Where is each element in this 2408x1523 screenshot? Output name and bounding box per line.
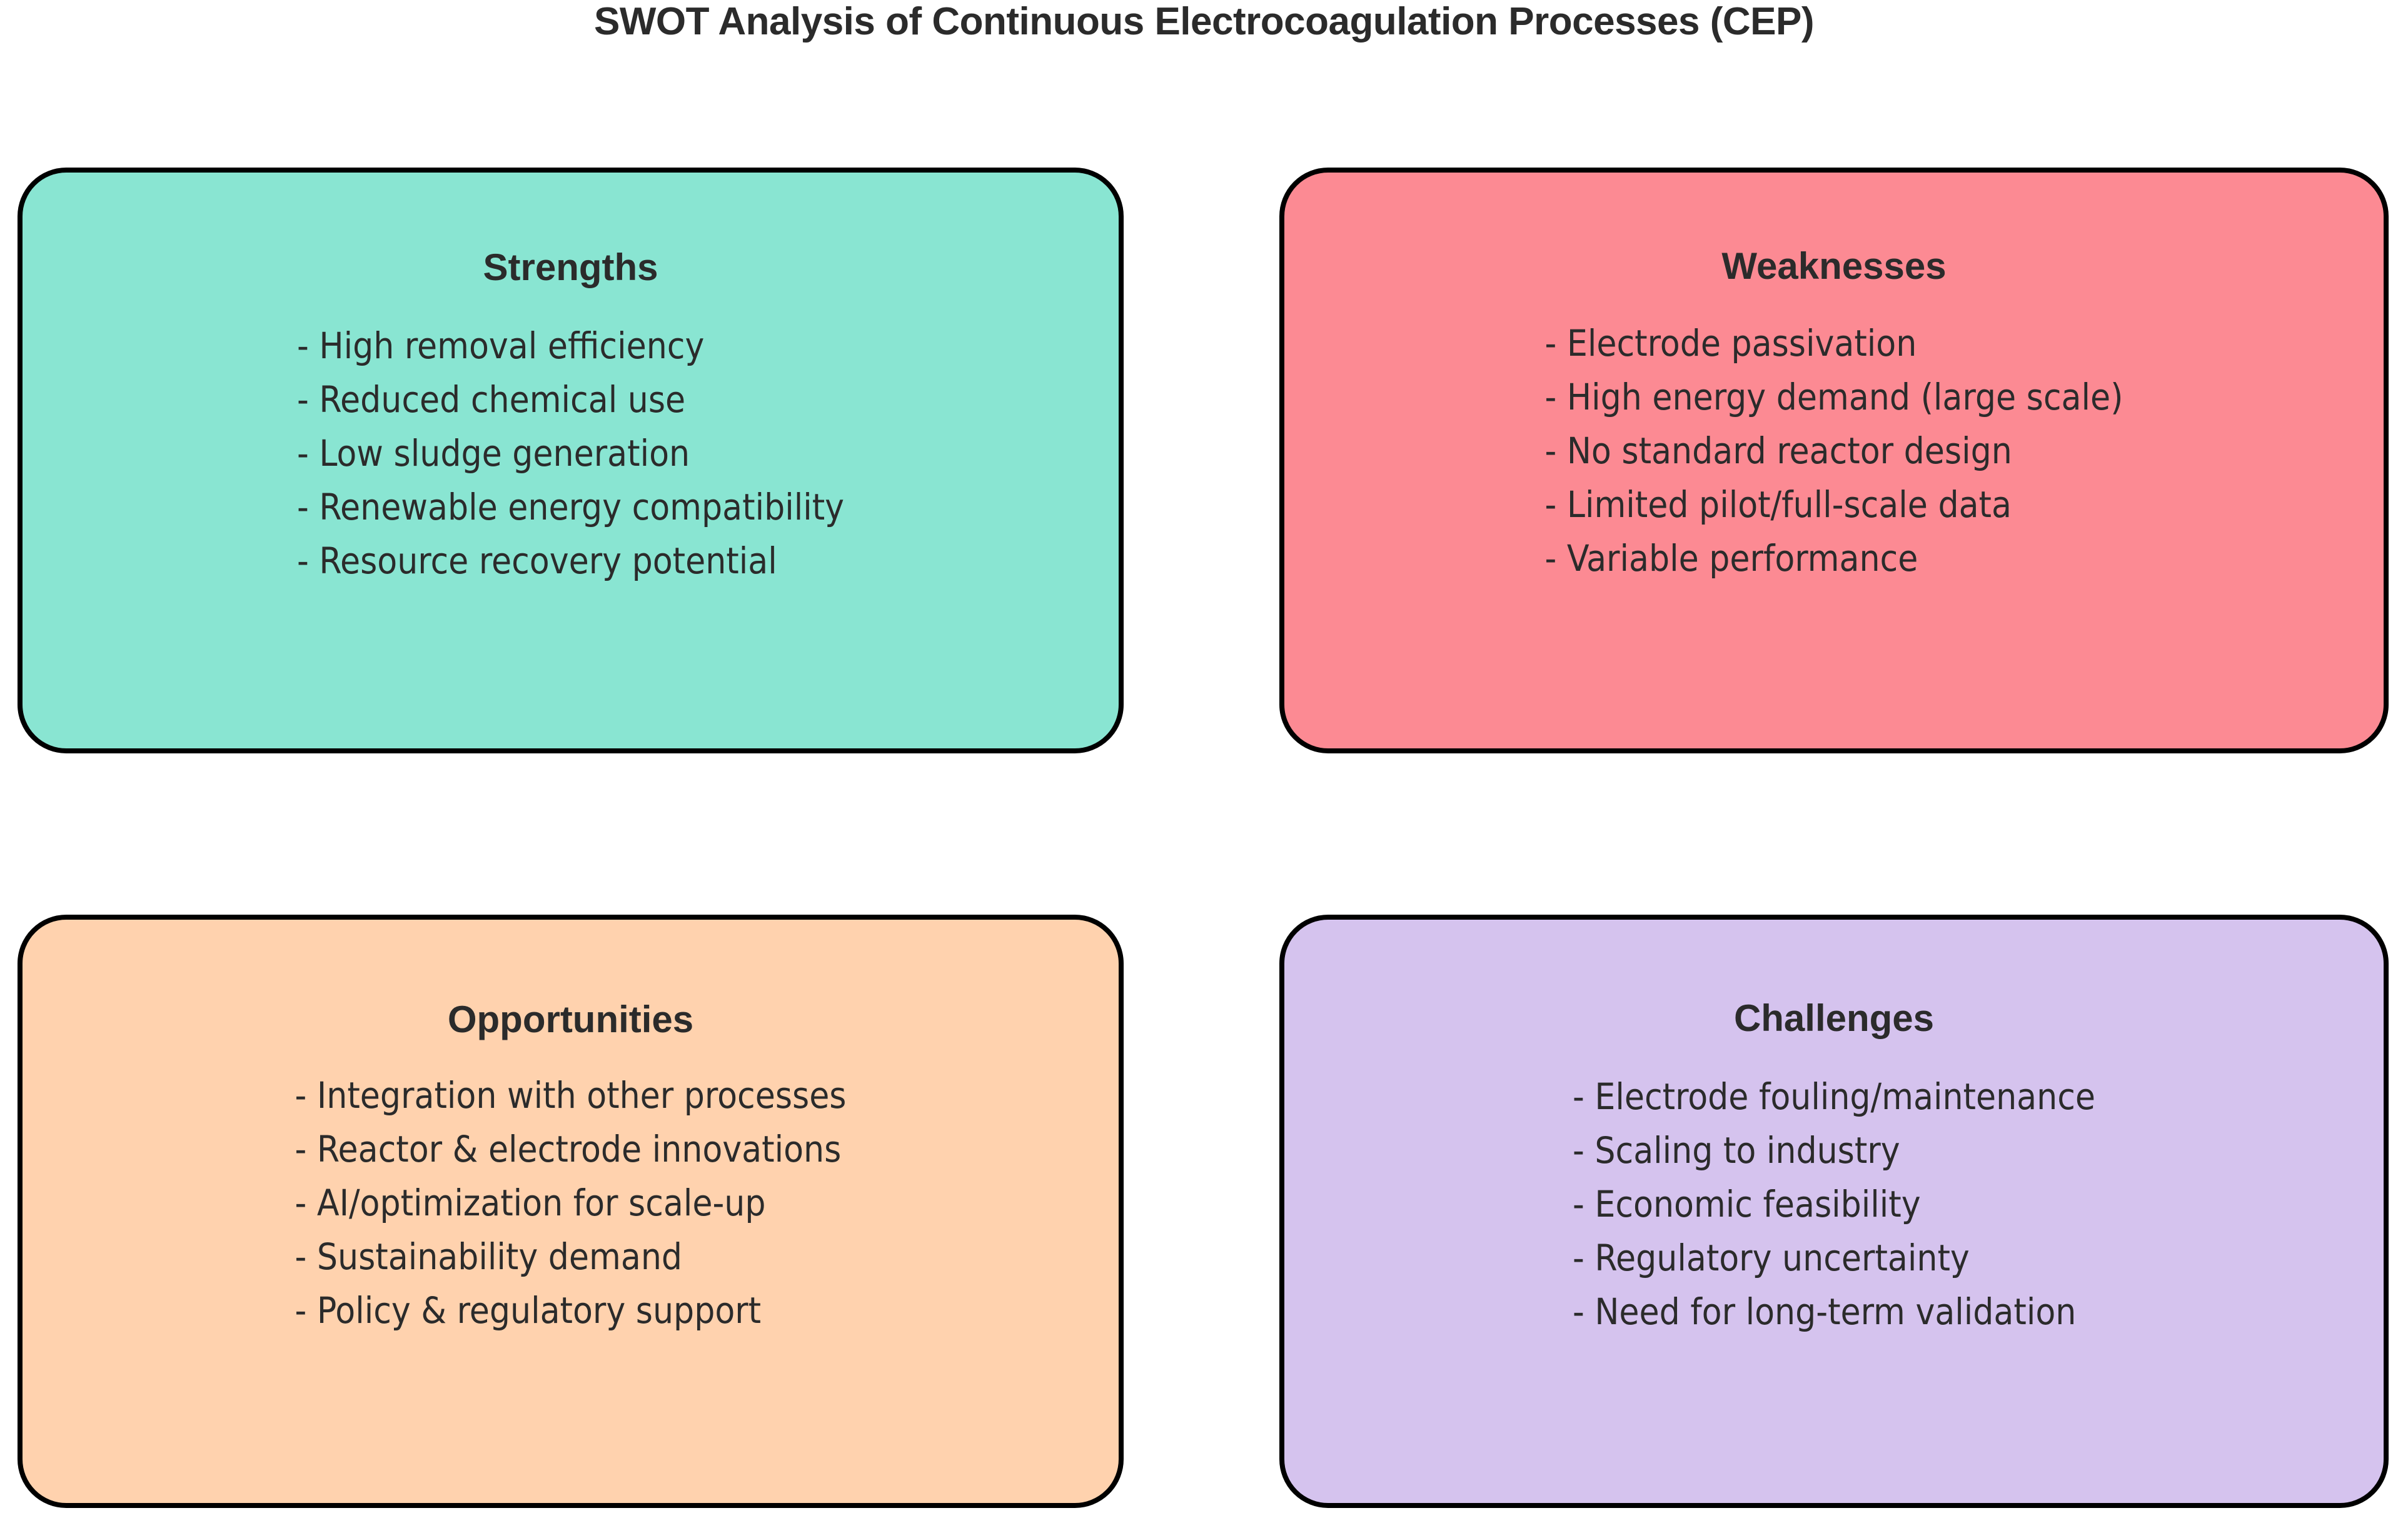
list-item: - Renewable energy compatibility — [296, 486, 845, 528]
list-item: - Resource recovery potential — [296, 540, 777, 582]
quadrant-heading-strengths: Strengths — [483, 246, 658, 288]
list-item: - Electrode fouling/maintenance — [1572, 1075, 2096, 1118]
page-title: SWOT Analysis of Continuous Electrocoagu… — [593, 0, 1815, 43]
quadrant-challenges: Challenges - Electrode fouling/maintenan… — [1279, 915, 2389, 1508]
list-item: - Need for long-term validation — [1572, 1290, 2077, 1333]
quadrant-strengths: Strengths - High removal efficiency - Re… — [18, 168, 1124, 753]
quadrant-heading-challenges: Challenges — [1733, 997, 1935, 1039]
list-item: - Scaling to industry — [1572, 1129, 1900, 1172]
list-item: - High removal efficiency — [296, 324, 705, 367]
list-item: - Limited pilot/full-scale data — [1544, 483, 2012, 526]
list-item: - High energy demand (large scale) — [1544, 376, 2123, 418]
list-item: - Regulatory uncertainty — [1572, 1237, 1970, 1279]
list-item: - No standard reactor design — [1544, 430, 2012, 472]
list-item: - Policy & regulatory support — [295, 1289, 762, 1332]
quadrant-list-opportunities: - Integration with other processes - Rea… — [295, 1068, 846, 1337]
list-item: - Economic feasibility — [1572, 1183, 1921, 1225]
list-item: - Electrode passivation — [1544, 322, 1917, 364]
quadrant-heading-opportunities: Opportunities — [447, 998, 694, 1040]
list-item: - Sustainability demand — [295, 1235, 683, 1278]
list-item: - Reduced chemical use — [296, 378, 686, 421]
quadrant-opportunities: Opportunities - Integration with other p… — [18, 915, 1124, 1508]
list-item: - Integration with other processes — [295, 1074, 847, 1117]
quadrant-weaknesses: Weaknesses - Electrode passivation - Hig… — [1279, 168, 2389, 753]
quadrant-heading-weaknesses: Weaknesses — [1721, 245, 1947, 287]
list-item: - Reactor & electrode innovations — [295, 1128, 842, 1170]
list-item: - Variable performance — [1544, 537, 1918, 580]
list-item: - Low sludge generation — [296, 432, 690, 475]
list-item: - AI/optimization for scale-up — [295, 1182, 766, 1224]
quadrant-list-challenges: - Electrode fouling/maintenance - Scalin… — [1573, 1070, 2095, 1339]
quadrant-list-strengths: - High removal efficiency - Reduced chem… — [297, 319, 844, 588]
quadrant-list-weaknesses: - Electrode passivation - High energy de… — [1545, 316, 2123, 585]
